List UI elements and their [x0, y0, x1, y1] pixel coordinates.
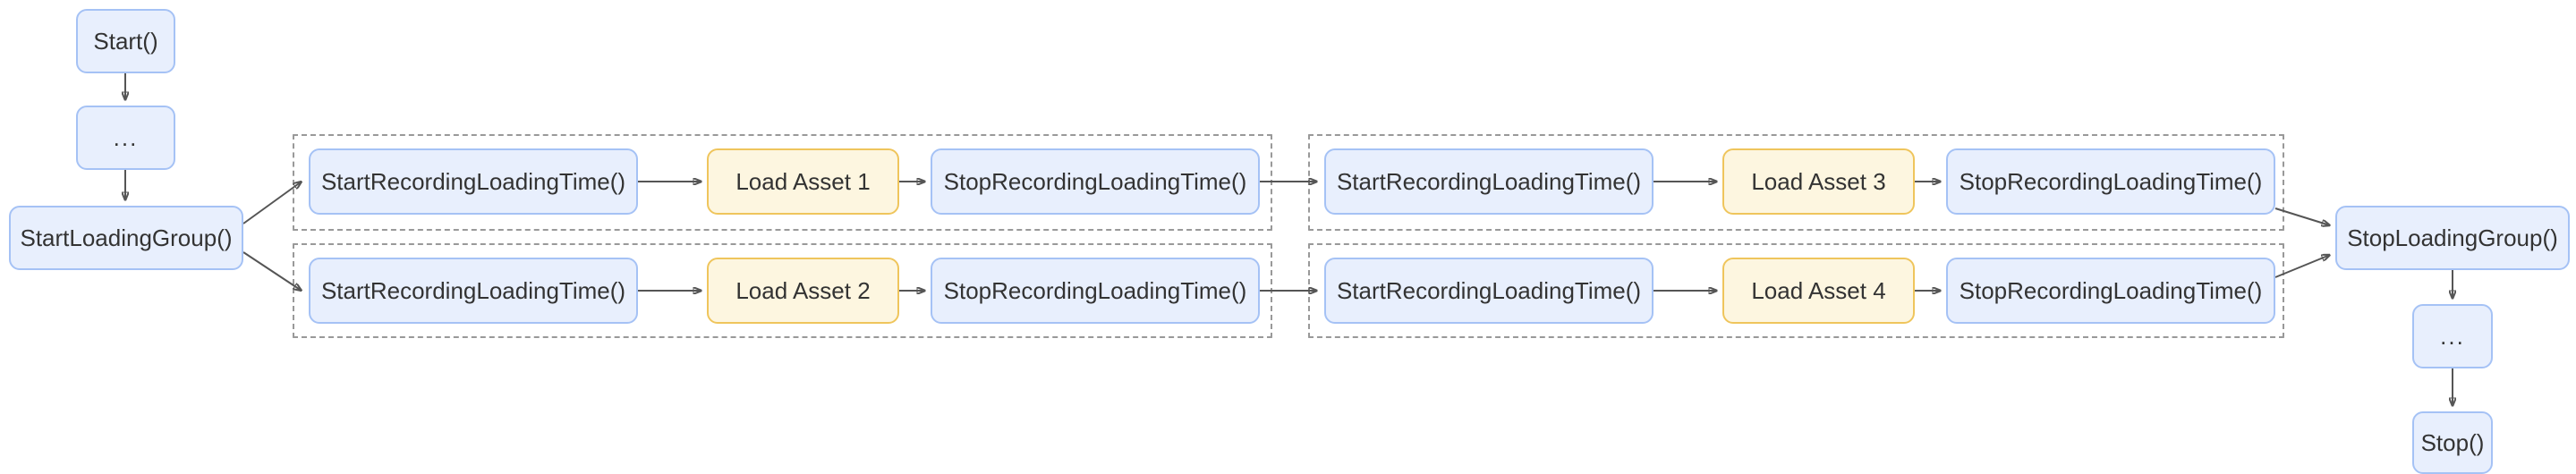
node-g2r2-start-recording[interactable]: StartRecordingLoadingTime(): [1324, 258, 1654, 324]
node-g1r2-stop-recording[interactable]: StopRecordingLoadingTime(): [931, 258, 1260, 324]
node-entry-ellipsis[interactable]: ...: [76, 106, 175, 170]
node-g2r2-stop-recording-label: StopRecordingLoadingTime(): [1959, 276, 2263, 304]
node-g1r1-load-asset[interactable]: Load Asset 1: [707, 148, 899, 215]
node-g2r1-stop-recording-label: StopRecordingLoadingTime(): [1959, 167, 2263, 195]
node-g1r1-start-recording[interactable]: StartRecordingLoadingTime(): [309, 148, 638, 215]
node-g1r2-stop-recording-label: StopRecordingLoadingTime(): [943, 276, 1247, 304]
node-g1r1-load-asset-label: Load Asset 1: [735, 167, 871, 195]
node-g2r1-start-recording-label: StartRecordingLoadingTime(): [1336, 167, 1642, 195]
node-g1r2-load-asset-label: Load Asset 2: [735, 276, 871, 304]
node-exit-ellipsis-label: ...: [2440, 322, 2465, 350]
node-g1r2-load-asset[interactable]: Load Asset 2: [707, 258, 899, 324]
node-g1r2-start-recording-label: StartRecordingLoadingTime(): [320, 276, 626, 304]
node-stop-loading-group[interactable]: StopLoadingGroup(): [2335, 206, 2570, 270]
node-start-label: Start(): [93, 27, 158, 55]
node-g2r2-load-asset-label: Load Asset 4: [1751, 276, 1886, 304]
node-g1r1-stop-recording-label: StopRecordingLoadingTime(): [943, 167, 1247, 195]
node-stop[interactable]: Stop(): [2412, 411, 2493, 474]
node-exit-ellipsis[interactable]: ...: [2412, 304, 2493, 368]
node-g1r1-start-recording-label: StartRecordingLoadingTime(): [320, 167, 626, 195]
node-g2r1-stop-recording[interactable]: StopRecordingLoadingTime(): [1946, 148, 2275, 215]
node-g2r2-stop-recording[interactable]: StopRecordingLoadingTime(): [1946, 258, 2275, 324]
node-g2r1-start-recording[interactable]: StartRecordingLoadingTime(): [1324, 148, 1654, 215]
node-g2r2-start-recording-label: StartRecordingLoadingTime(): [1336, 276, 1642, 304]
node-start[interactable]: Start(): [76, 9, 175, 73]
node-start-loading-group-label: StartLoadingGroup(): [20, 224, 233, 251]
node-entry-ellipsis-label: ...: [113, 123, 139, 151]
node-g1r2-start-recording[interactable]: StartRecordingLoadingTime(): [309, 258, 638, 324]
node-g2r2-load-asset[interactable]: Load Asset 4: [1722, 258, 1915, 324]
node-g1r1-stop-recording[interactable]: StopRecordingLoadingTime(): [931, 148, 1260, 215]
node-start-loading-group[interactable]: StartLoadingGroup(): [9, 206, 243, 270]
node-stop-label: Stop(): [2420, 428, 2485, 456]
node-stop-loading-group-label: StopLoadingGroup(): [2347, 224, 2558, 251]
node-g2r1-load-asset-label: Load Asset 3: [1751, 167, 1886, 195]
node-g2r1-load-asset[interactable]: Load Asset 3: [1722, 148, 1915, 215]
